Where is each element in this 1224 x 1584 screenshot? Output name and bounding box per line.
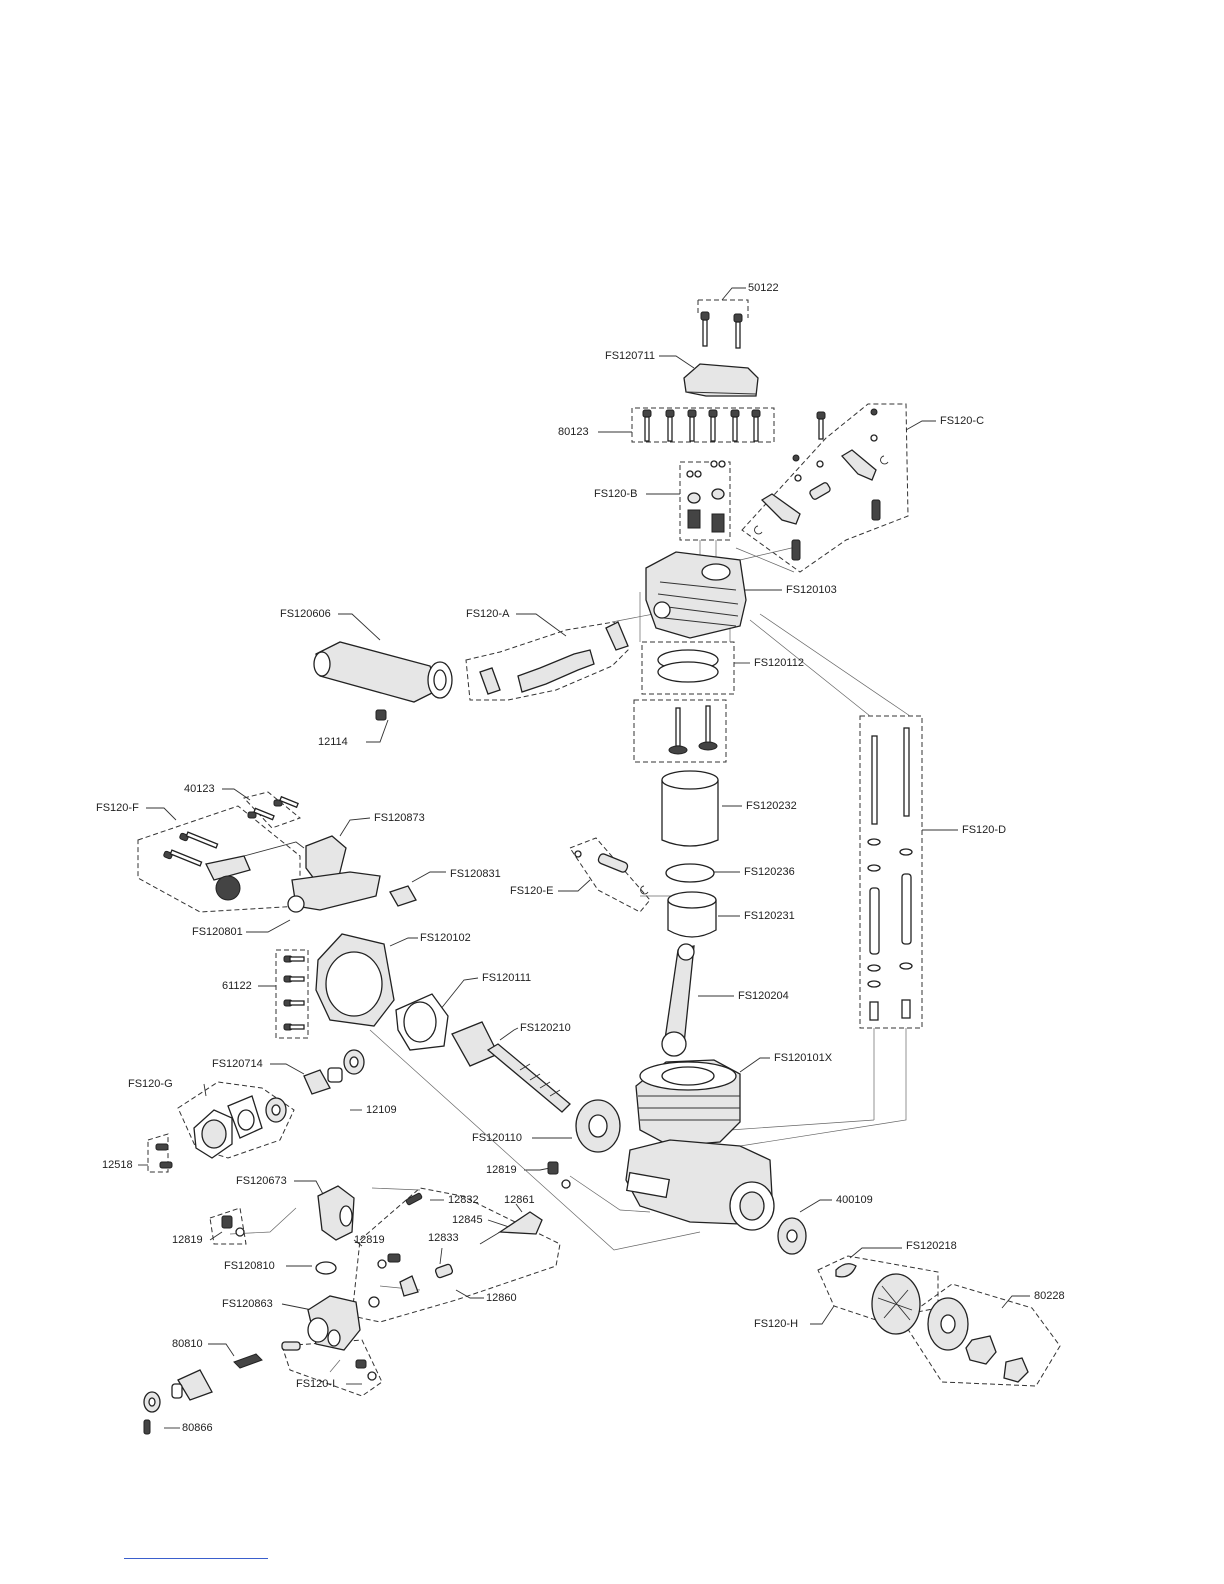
part-label-FS120714: FS120714 <box>212 1058 263 1070</box>
part-label-FS120873: FS120873 <box>374 812 425 824</box>
prop-nuts <box>927 1297 1029 1383</box>
needle-valve-assembly <box>377 1192 543 1297</box>
part-label-FS120-B: FS120-B <box>594 488 638 500</box>
part-label-FS120-G: FS120-G <box>128 1078 173 1090</box>
part-label-FS120801: FS120801 <box>192 926 243 938</box>
part-label-FS120-D: FS120-D <box>962 824 1007 836</box>
part-label-80810: 80810 <box>172 1338 203 1350</box>
spring-80810 <box>233 1353 263 1369</box>
group-outlines <box>137 299 1061 1397</box>
prop-hub <box>871 1273 921 1335</box>
piston-pin <box>574 850 649 895</box>
crankshaft <box>451 1021 571 1113</box>
crankcase-cover <box>315 933 395 1027</box>
part-label-FS120711: FS120711 <box>605 350 655 362</box>
part-label-FS120-H: FS120-H <box>754 1318 799 1330</box>
valves <box>668 705 718 755</box>
part-label-12819-c: 12819 <box>354 1234 385 1246</box>
part-label-FS120673: FS120673 <box>236 1175 287 1187</box>
piston <box>667 891 717 938</box>
part-label-FS120112: FS120112 <box>754 657 804 669</box>
part-label-12518: 12518 <box>102 1159 133 1171</box>
leader-lines <box>138 287 1030 1429</box>
part-label-12833: 12833 <box>428 1232 459 1244</box>
part-label-12832: 12832 <box>448 1194 479 1206</box>
o-ring <box>315 1261 337 1275</box>
screws-12518 <box>155 1143 173 1169</box>
part-label-FS120-F: FS120-F <box>96 802 139 814</box>
part-label-12109: 12109 <box>366 1104 397 1116</box>
screws-61122 <box>283 955 305 1031</box>
fitting-12819-left <box>221 1215 245 1237</box>
woodruff-key <box>835 1263 857 1278</box>
carb-body <box>307 1295 380 1351</box>
part-label-12861: 12861 <box>504 1194 535 1206</box>
piston-rings-set <box>657 649 719 683</box>
part-label-FS120232: FS120232 <box>746 800 797 812</box>
screws-50122 <box>700 311 743 349</box>
part-label-FS120210: FS120210 <box>520 1022 571 1034</box>
intake-elbow <box>317 1185 355 1241</box>
exhaust-pipe <box>479 621 629 695</box>
gasket <box>395 993 449 1051</box>
part-label-80228: 80228 <box>1034 1290 1065 1302</box>
bearings <box>265 1049 621 1153</box>
part-label-12114: 12114 <box>318 736 348 748</box>
crankcase <box>625 1059 775 1231</box>
part-label-FS120103: FS120103 <box>786 584 837 596</box>
part-label-80123: 80123 <box>558 426 589 438</box>
part-label-12860: 12860 <box>486 1292 517 1304</box>
cylinder-head <box>645 551 747 639</box>
part-label-12819-b: 12819 <box>172 1234 203 1246</box>
part-label-FS120810: FS120810 <box>224 1260 275 1272</box>
part-label-FS120-C: FS120-C <box>940 415 985 427</box>
part-label-FS120110: FS120110 <box>472 1132 522 1144</box>
rocker-arms <box>754 408 889 561</box>
spring-cap <box>281 1341 301 1351</box>
muffler <box>313 641 453 721</box>
cylinder-liner <box>661 770 719 847</box>
throttle-barrel <box>171 1369 213 1401</box>
part-label-FS120831: FS120831 <box>450 868 501 880</box>
part-label-FS120218: FS120218 <box>906 1240 957 1252</box>
part-label-FS120-E: FS120-E <box>510 885 554 897</box>
part-label-FS120863: FS120863 <box>222 1298 273 1310</box>
fitting-12819 <box>547 1161 571 1189</box>
part-label-50122: 50122 <box>748 282 779 294</box>
connecting-rod <box>661 943 695 1057</box>
rear-cover <box>193 1095 263 1159</box>
part-label-12845: 12845 <box>452 1214 483 1226</box>
part-label-FS120231: FS120231 <box>744 910 795 922</box>
part-label-400109: 400109 <box>836 1194 873 1206</box>
part-label-40123: 40123 <box>184 783 215 795</box>
piston-ring <box>665 863 715 883</box>
part-label-FS120102: FS120102 <box>420 932 471 944</box>
screws-80123 <box>642 409 761 442</box>
throttle-arm <box>143 1391 161 1435</box>
part-label-FS120-I: FS120-I <box>296 1378 336 1390</box>
part-label-FS120101X: FS120101X <box>774 1052 833 1064</box>
part-label-61122: 61122 <box>222 980 252 992</box>
part-label-FS120606: FS120606 <box>280 608 331 620</box>
rocker-cover <box>683 363 759 397</box>
part-label-FS120204: FS120204 <box>738 990 789 1002</box>
drive-gear <box>303 1067 343 1095</box>
drive-washer <box>777 1217 807 1255</box>
valve-springs <box>686 460 726 533</box>
screws-FS120-I <box>355 1359 377 1381</box>
footer-link-underline <box>124 1558 268 1559</box>
part-label-80866: 80866 <box>182 1422 213 1434</box>
part-label-12819-a: 12819 <box>486 1164 517 1176</box>
push-rods <box>867 727 913 1021</box>
part-label-FS120236: FS120236 <box>744 866 795 878</box>
part-label-FS120-A: FS120-A <box>466 608 510 620</box>
part-label-FS120111: FS120111 <box>482 972 532 984</box>
carburetor-assembly <box>163 795 417 913</box>
